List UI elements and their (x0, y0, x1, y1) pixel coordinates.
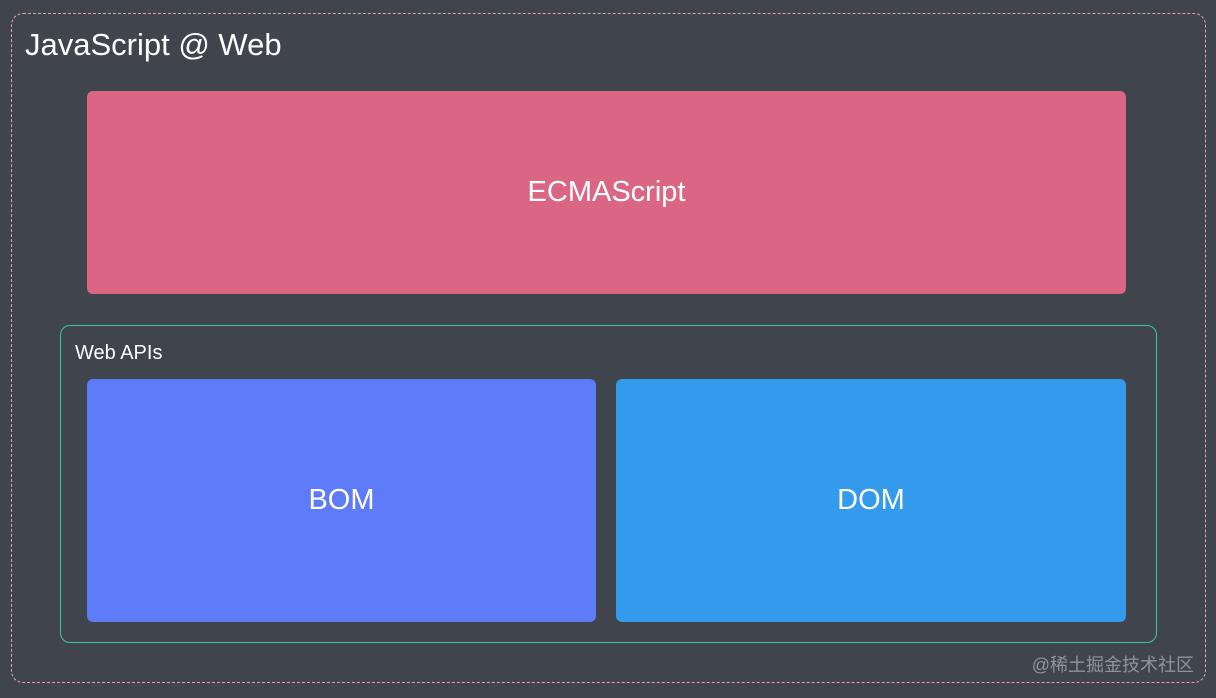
watermark: @稀土掘金技术社区 (1031, 655, 1194, 675)
diagram-title: JavaScript @ Web (25, 27, 282, 62)
web-apis-frame (60, 325, 1157, 643)
ecmascript-block: ECMAScript (87, 91, 1126, 294)
dom-label: DOM (837, 484, 905, 516)
ecmascript-label: ECMAScript (527, 176, 686, 208)
bom-block: BOM (87, 379, 596, 622)
web-apis-label: Web APIs (75, 342, 163, 364)
javascript-web-frame (11, 13, 1206, 683)
bom-label: BOM (308, 484, 375, 516)
dom-block: DOM (616, 379, 1126, 622)
